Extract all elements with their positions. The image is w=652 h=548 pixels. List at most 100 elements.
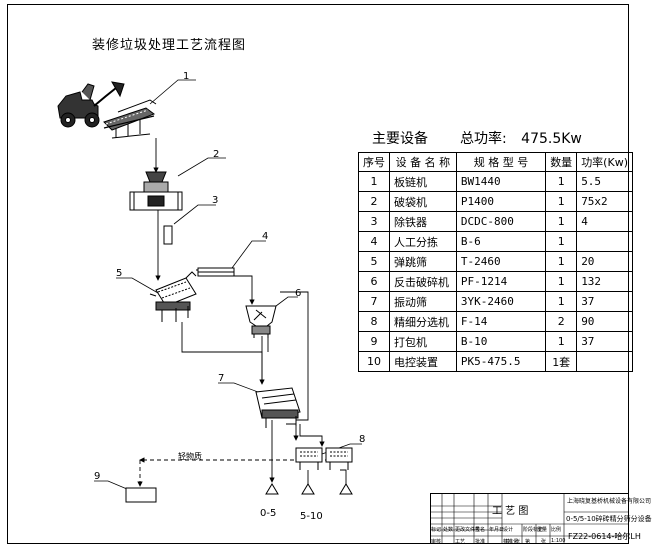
- output-piles: [265, 483, 353, 495]
- bounce-screen: [149, 271, 197, 322]
- cell-name: 人工分拣: [389, 231, 457, 252]
- title-block-small-label: 标准化: [503, 539, 519, 545]
- title-block-small-label: 阶段标记: [523, 527, 544, 533]
- vibrating-screen: [255, 387, 301, 428]
- title-block-small-label: 第: [525, 539, 531, 545]
- col-name: 设 备 名 称: [389, 152, 457, 172]
- cell-no: 3: [358, 211, 390, 232]
- total-power-label: 总功率:: [460, 131, 507, 147]
- output-label-0-5: 0-5: [260, 508, 277, 519]
- cell-model: PK5-475.5: [455, 351, 547, 372]
- cell-power: 5.5: [576, 171, 633, 192]
- cell-qty: 1: [545, 191, 578, 212]
- total-power-value: 475.5Kw: [521, 131, 582, 147]
- title-block-small-label: 签名: [475, 527, 486, 533]
- cell-name: 弹跳筛: [389, 251, 457, 272]
- title-block-small-label: 标记: [431, 527, 442, 533]
- baler: [125, 487, 157, 503]
- cell-power: [576, 351, 633, 372]
- cell-qty: 1套: [545, 351, 578, 372]
- cell-name: 反击破碎机: [389, 271, 457, 292]
- title-block-small-label: 年月日: [489, 527, 505, 533]
- title-block-drawing-name: 工 艺 图: [492, 506, 529, 517]
- callout-7: 7: [218, 373, 225, 384]
- title-block-small-label: 设计: [503, 527, 514, 533]
- cell-no: 9: [358, 331, 390, 352]
- fine-sorter-2: [325, 447, 353, 470]
- cell-model: 3YK-2460: [455, 291, 547, 312]
- col-power: 功率(Kw): [576, 152, 633, 172]
- cell-name: 破袋机: [389, 191, 457, 212]
- cell-model: P1400: [455, 191, 547, 212]
- title-block-small-label: 张: [515, 539, 521, 545]
- cell-qty: 2: [545, 311, 578, 332]
- title-block-small-label: 工艺: [455, 539, 466, 545]
- process-flow-diagram: [57, 79, 629, 544]
- title-block-small-label: 比例: [551, 527, 562, 533]
- cell-no: 7: [358, 291, 390, 312]
- callout-6: 6: [295, 288, 302, 299]
- flow-lines: [153, 138, 349, 493]
- cell-qty: 1: [545, 211, 578, 232]
- title-block-small-label: 批准: [475, 539, 486, 545]
- cell-name: 除铁器: [389, 211, 457, 232]
- cell-power: [576, 231, 633, 252]
- callout-3: 3: [212, 195, 219, 206]
- cell-no: 10: [358, 351, 390, 372]
- callout-2: 2: [213, 149, 220, 160]
- callout-5: 5: [116, 268, 123, 279]
- col-no: 序号: [358, 152, 390, 172]
- equipment-table-header: 序号 设 备 名 称 规 格 型 号 数量 功率(Kw): [358, 152, 633, 172]
- callout-leaders: [94, 79, 362, 493]
- cell-no: 6: [358, 271, 390, 292]
- cell-power: 132: [576, 271, 633, 292]
- cell-no: 1: [358, 171, 390, 192]
- cell-name: 打包机: [389, 331, 457, 352]
- light-material-label: 轻物质: [178, 452, 202, 461]
- title-block-small-label: 1:100: [551, 538, 566, 544]
- cell-no: 8: [358, 311, 390, 332]
- total-power: 总功率: 475.5Kw: [460, 128, 582, 148]
- callout-4: 4: [262, 231, 269, 242]
- title-block-company: 上海晓复基桥机械设备有限公司: [567, 498, 652, 505]
- cell-power: 37: [576, 291, 633, 312]
- title-block-small-label: 重量: [537, 527, 548, 533]
- title-block-small-label: 张: [541, 539, 547, 545]
- cell-qty: 1: [545, 171, 578, 192]
- title-block-small-label: 审核: [431, 539, 442, 545]
- loader-icon: [57, 81, 125, 128]
- cell-name: 精细分选机: [389, 311, 457, 332]
- cell-model: PF-1214: [455, 271, 547, 292]
- title-block-small-label: 处数: [443, 527, 454, 533]
- bag-breaker: [129, 171, 183, 211]
- title-block-grid: [430, 493, 629, 544]
- cell-model: B-10: [455, 331, 547, 352]
- title-block-product: 0-5/5-10碎砖精分筛分设备: [566, 515, 652, 523]
- title-block-small-label: 更改文件号: [455, 527, 481, 533]
- magnetic-separator: [163, 225, 173, 245]
- cell-name: 板链机: [389, 171, 457, 192]
- output-label-5-10: 5-10: [300, 511, 323, 522]
- cell-model: B-6: [455, 231, 547, 252]
- manual-sorting-belt: [197, 267, 235, 277]
- cell-qty: 1: [545, 251, 578, 272]
- cell-power: 75x2: [576, 191, 633, 212]
- callout-8: 8: [359, 434, 366, 445]
- impact-crusher: [245, 305, 277, 338]
- cell-power: 20: [576, 251, 633, 272]
- title-block-small-label: 共: [505, 539, 511, 545]
- cell-name: 振动筛: [389, 291, 457, 312]
- cell-power: 90: [576, 311, 633, 332]
- cell-no: 5: [358, 251, 390, 272]
- col-qty: 数量: [545, 152, 578, 172]
- cell-power: 37: [576, 331, 633, 352]
- fine-sorter-1: [295, 447, 323, 470]
- col-model: 规 格 型 号: [455, 152, 547, 172]
